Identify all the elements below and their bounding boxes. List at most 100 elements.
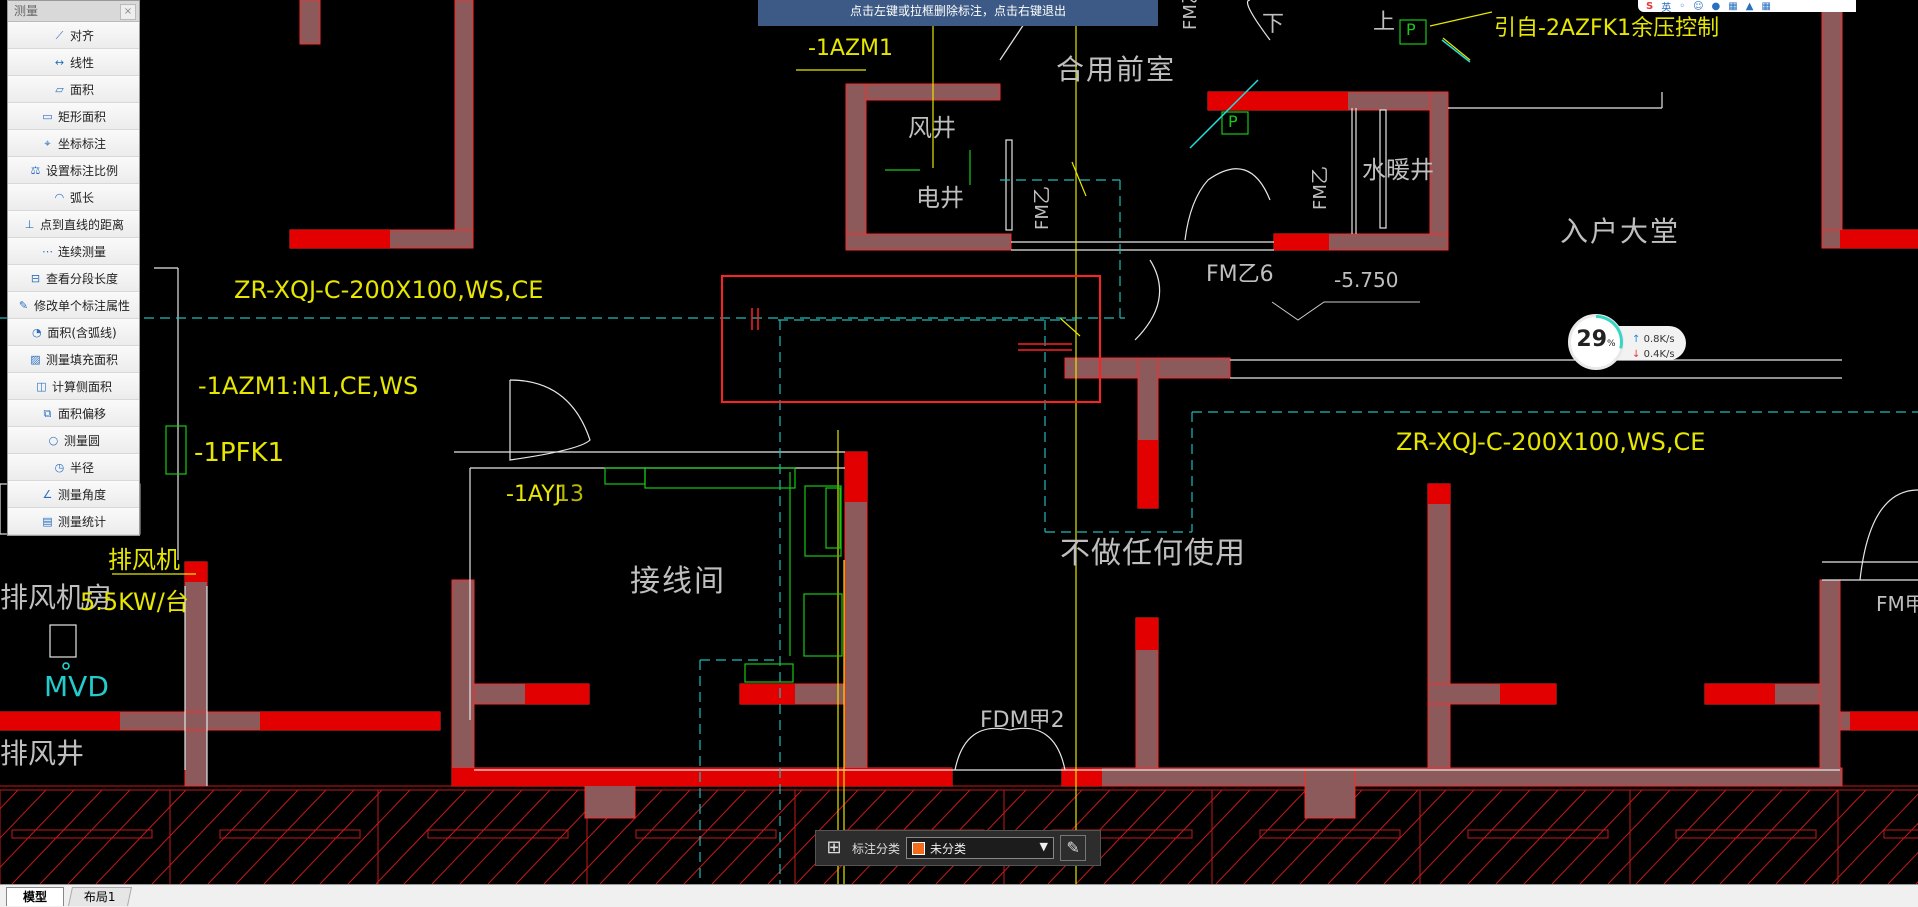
edit-category-icon[interactable]: ✎: [1060, 835, 1087, 861]
label-fdm: FDM甲2: [980, 708, 1065, 733]
chevron-down-icon: ▼: [1039, 840, 1049, 853]
label-paifengjing: 排风井: [0, 737, 85, 770]
rect-area-icon: ▭: [42, 109, 53, 123]
hatch-line: [431, 789, 523, 884]
label-fm-zone6: FM乙6: [1206, 262, 1274, 287]
hatch-line: [403, 789, 495, 884]
hatch-line: [1159, 789, 1251, 884]
upload-speed: ↑ 0.8K/s: [1632, 334, 1675, 345]
hatch-line: [0, 789, 75, 869]
annotation-category-select[interactable]: 未分类 ▼: [906, 837, 1055, 859]
close-icon[interactable]: ×: [120, 4, 136, 20]
label-down: 下: [1262, 12, 1285, 37]
tab-layout1[interactable]: 布局1: [67, 887, 133, 906]
hatch-line: [459, 789, 551, 884]
measure-tool-area-offset[interactable]: ⧉面积偏移: [8, 400, 139, 427]
hatch-line: [1523, 789, 1615, 884]
label-fm-mid: FM乙: [1310, 166, 1331, 210]
cad-drawing-canvas[interactable]: [0, 0, 1918, 884]
ime-emoji-icon[interactable]: ☺: [1693, 0, 1704, 12]
hatch-line: [711, 789, 803, 884]
measure-tool-edit-annotation[interactable]: ✎修改单个标注属性: [8, 292, 139, 319]
measure-tool-label: 矩形面积: [57, 109, 106, 124]
walls: [0, 0, 1918, 819]
measure-tool-label: 测量统计: [57, 514, 106, 529]
hatch-line: [375, 789, 467, 884]
network-speed-widget[interactable]: 29% ↑ 0.8K/s ↓ 0.4K/s: [1568, 314, 1690, 370]
label-power: 5.5KW/台: [80, 588, 189, 616]
ime-lang[interactable]: 英: [1661, 2, 1672, 13]
label-pfk1: -1PFK1: [194, 438, 285, 468]
label-lobby: 入户大堂: [1560, 215, 1681, 248]
hatch-line: [1607, 789, 1699, 884]
download-speed: ↓ 0.4K/s: [1632, 349, 1675, 360]
measure-tool-angle[interactable]: ∠测量角度: [8, 481, 139, 508]
measure-tool-label: 查看分段长度: [45, 271, 118, 286]
hatch-line: [1747, 789, 1839, 884]
hatch-line: [1859, 822, 1918, 884]
measure-tool-linear-dimension[interactable]: ↔线性: [8, 49, 139, 76]
hatch-line: [683, 789, 775, 884]
radius-icon: ◷: [54, 460, 65, 474]
measure-tool-rect-area[interactable]: ▭ 矩形面积: [8, 103, 139, 130]
measure-tool-label: 测量填充面积: [45, 352, 118, 367]
edit-annotation-icon: ✎: [18, 298, 29, 312]
measure-tool-label: 点到直线的距离: [39, 217, 124, 232]
grid-layout-icon[interactable]: ⊞: [826, 837, 842, 858]
ime-keyboard-icon[interactable]: ▦: [1728, 0, 1738, 12]
ime-mic-icon[interactable]: ●: [1711, 0, 1721, 12]
measure-tool-scale[interactable]: ⚖设置标注比例: [8, 157, 139, 184]
selection-marks: [751, 308, 1072, 351]
measure-tool-list: ⟋对齐↔线性▱面积 ▭ 矩形面积 ⌖ 坐标标注 ⚖设置标注比例◠弧长 ⊥ 点到直线的距离 ⋯连续…: [8, 22, 139, 535]
ime-skin-icon[interactable]: ▲: [1745, 0, 1754, 12]
arc-area-icon: ◔: [32, 325, 42, 339]
measure-tool-radius[interactable]: ◷半径: [8, 454, 139, 481]
measure-tool-label: 计算侧面积: [51, 379, 112, 394]
measure-tool-statistics[interactable]: ▤测量统计: [8, 508, 139, 535]
measure-tool-label: 坐标标注: [57, 136, 106, 151]
hatch-line: [179, 789, 271, 884]
measure-tool-label: 设置标注比例: [45, 163, 118, 178]
hatch-slot: [11, 829, 153, 839]
measure-tool-coordinate[interactable]: ⌖ 坐标标注: [8, 130, 139, 157]
point-line-distance-icon: ⊥: [24, 217, 35, 231]
measure-tool-continuous-measure[interactable]: ⋯连续测量: [8, 238, 139, 265]
measure-tool-label: 弧长: [69, 190, 94, 205]
label-ayj3: 13: [556, 482, 584, 507]
hatch-line: [0, 789, 47, 839]
measure-tool-arc-area[interactable]: ◔面积(含弧线): [8, 319, 139, 346]
side-area-icon: ◫: [36, 379, 47, 393]
measure-selection-box[interactable]: [721, 275, 1101, 403]
cyan-markers: [62, 39, 1471, 670]
download-arrow-icon: ↓: [1632, 349, 1641, 360]
measure-tool-point-line-distance[interactable]: ⊥ 点到直线的距离: [8, 211, 139, 238]
category-selected-value: 未分类: [930, 841, 967, 856]
wall-highlights: [0, 92, 1918, 786]
continuous-measure-icon: ⋯: [41, 244, 53, 258]
hatch-slot: [1259, 829, 1401, 839]
yellow-lines: [112, 0, 1493, 884]
ime-punct-icon[interactable]: ◦: [1679, 0, 1686, 12]
hatch-line: [1635, 789, 1727, 884]
measure-tool-area[interactable]: ▱面积: [8, 76, 139, 103]
hatch-line: [767, 789, 859, 884]
measure-tool-arc-length[interactable]: ◠弧长: [8, 184, 139, 211]
sogou-icon[interactable]: S: [1646, 0, 1654, 12]
hatch-line: [1103, 789, 1195, 884]
measure-tool-label: 线性: [69, 55, 94, 70]
coordinate-icon: ⌖: [44, 136, 51, 150]
label-duct-left: ZR-XQJ-C-200X100,WS,CE: [234, 276, 544, 304]
label-paifengji: 排风机: [108, 546, 180, 574]
tab-model[interactable]: 模型: [6, 887, 64, 906]
measure-tool-segment-length[interactable]: ⊟查看分段长度: [8, 265, 139, 292]
hatch-line: [1803, 789, 1895, 884]
hatch-line: [123, 789, 215, 884]
measure-tool-label: 对齐: [69, 28, 94, 43]
ime-tool-icon[interactable]: ▦: [1761, 0, 1771, 12]
hatch-line: [739, 789, 831, 884]
measure-tool-hatch-area[interactable]: ▨测量填充面积: [8, 346, 139, 373]
hatch-line: [1411, 789, 1503, 884]
measure-tool-align-dimension[interactable]: ⟋对齐: [8, 22, 139, 49]
measure-tool-circle[interactable]: ○测量圆: [8, 427, 139, 454]
measure-tool-side-area[interactable]: ◫ 计算侧面积: [8, 373, 139, 400]
